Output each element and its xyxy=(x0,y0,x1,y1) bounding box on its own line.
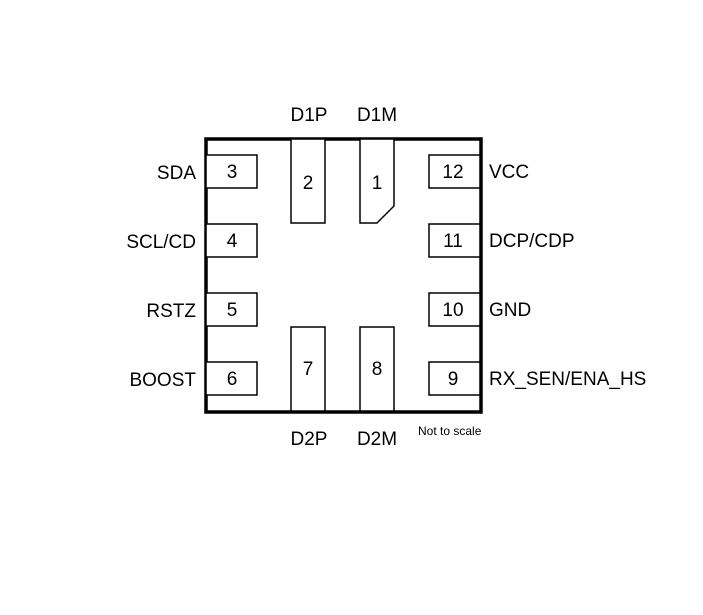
signal-label-9: RX_SEN/ENA_HS xyxy=(489,369,646,390)
pin-number-11: 11 xyxy=(443,231,463,252)
pin-pad-5 xyxy=(205,292,258,327)
pin-pad-3 xyxy=(205,154,258,189)
pin-pad-6 xyxy=(205,361,258,396)
pin-number-7: 7 xyxy=(303,359,314,380)
pin-number-3: 3 xyxy=(227,162,238,183)
pin-number-2: 2 xyxy=(303,173,314,194)
pin-pad-2 xyxy=(290,138,326,224)
not-to-scale-note: Not to scale xyxy=(418,424,482,438)
signal-label-8: D2M xyxy=(357,429,397,450)
signal-label-12: VCC xyxy=(489,162,529,183)
signal-label-2: D1P xyxy=(291,105,328,126)
pin-number-12: 12 xyxy=(442,162,463,183)
signal-label-5: RSTZ xyxy=(146,301,196,322)
pin-pad-12 xyxy=(428,154,481,189)
pin-pad-7 xyxy=(290,326,326,412)
pin-number-9: 9 xyxy=(448,369,459,390)
pin-number-10: 10 xyxy=(442,300,463,321)
pin-number-8: 8 xyxy=(372,359,383,380)
signal-label-11: DCP/CDP xyxy=(489,231,575,252)
signal-label-3: SDA xyxy=(157,163,196,184)
pin-number-5: 5 xyxy=(227,300,238,321)
pin-pad-8 xyxy=(359,326,395,412)
pin-pad-11 xyxy=(428,223,481,258)
pin-pad-4 xyxy=(205,223,258,258)
signal-label-7: D2P xyxy=(291,429,328,450)
pin-pad-9 xyxy=(428,361,481,396)
pin-number-4: 4 xyxy=(227,231,238,252)
pin-pad-10 xyxy=(428,292,481,327)
pin-pad-1 xyxy=(359,138,395,224)
signal-label-10: GND xyxy=(489,300,531,321)
pin-number-1: 1 xyxy=(372,173,383,194)
pin-number-6: 6 xyxy=(227,369,238,390)
signal-label-6: BOOST xyxy=(129,370,196,391)
signal-label-1: D1M xyxy=(357,105,397,126)
signal-label-4: SCL/CD xyxy=(126,232,196,253)
